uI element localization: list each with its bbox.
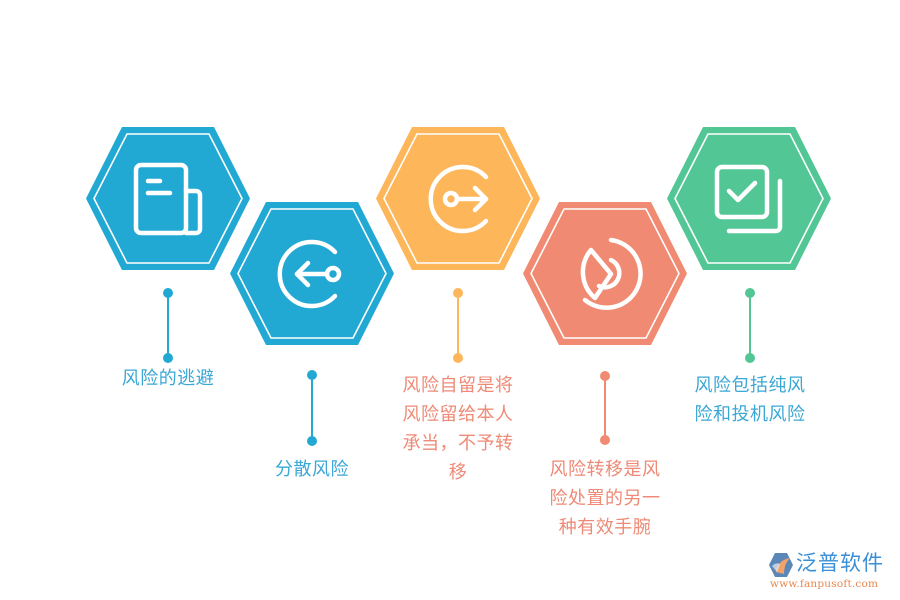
connector-line [167, 293, 169, 358]
connector-line [749, 293, 751, 358]
connector-1 [162, 288, 174, 363]
arrow-in-circle-icon [277, 239, 342, 309]
checkbox-stack-icon [714, 164, 783, 234]
connector-5 [744, 288, 756, 363]
label-risk-types: 风险包括纯风 险和投机风险 [694, 375, 806, 425]
connector-dot-bottom [453, 353, 463, 363]
logo-url: www.fanpusoft.com [770, 578, 879, 590]
arrow-out-circle-icon [428, 164, 489, 234]
document-icon [133, 162, 203, 236]
connector-2 [306, 370, 318, 446]
connector-line [311, 375, 313, 441]
label-risk-diversification: 分散风险 [275, 459, 349, 480]
connector-dot-bottom [745, 353, 755, 363]
pie-play-icon [580, 237, 643, 310]
connector-line [457, 293, 459, 358]
connector-line [604, 376, 606, 441]
fanpu-logo: 泛普软件 www.fanpusoft.com [768, 551, 896, 594]
hexagon-1 [86, 127, 250, 270]
connector-4 [599, 371, 611, 446]
logo-name: 泛普软件 [796, 551, 884, 575]
label-risk-avoidance: 风险的逃避 [121, 368, 215, 389]
connector-dot-bottom [163, 353, 173, 363]
connector-dot-bottom [307, 436, 317, 446]
hexagon-5 [667, 127, 831, 270]
connector-3 [452, 288, 464, 363]
label-risk-retention: 风险自留是将 风险留给本人 承当，不予转 移 [402, 375, 514, 483]
hexagon-4 [523, 202, 687, 345]
label-risk-transfer: 风险转移是风 险处置的另一 种有效手腕 [549, 459, 661, 538]
hexagon-2 [230, 202, 394, 345]
fanpu-logo-icon [769, 553, 793, 577]
connector-dot-bottom [600, 435, 610, 445]
hexagon-3 [376, 127, 540, 270]
